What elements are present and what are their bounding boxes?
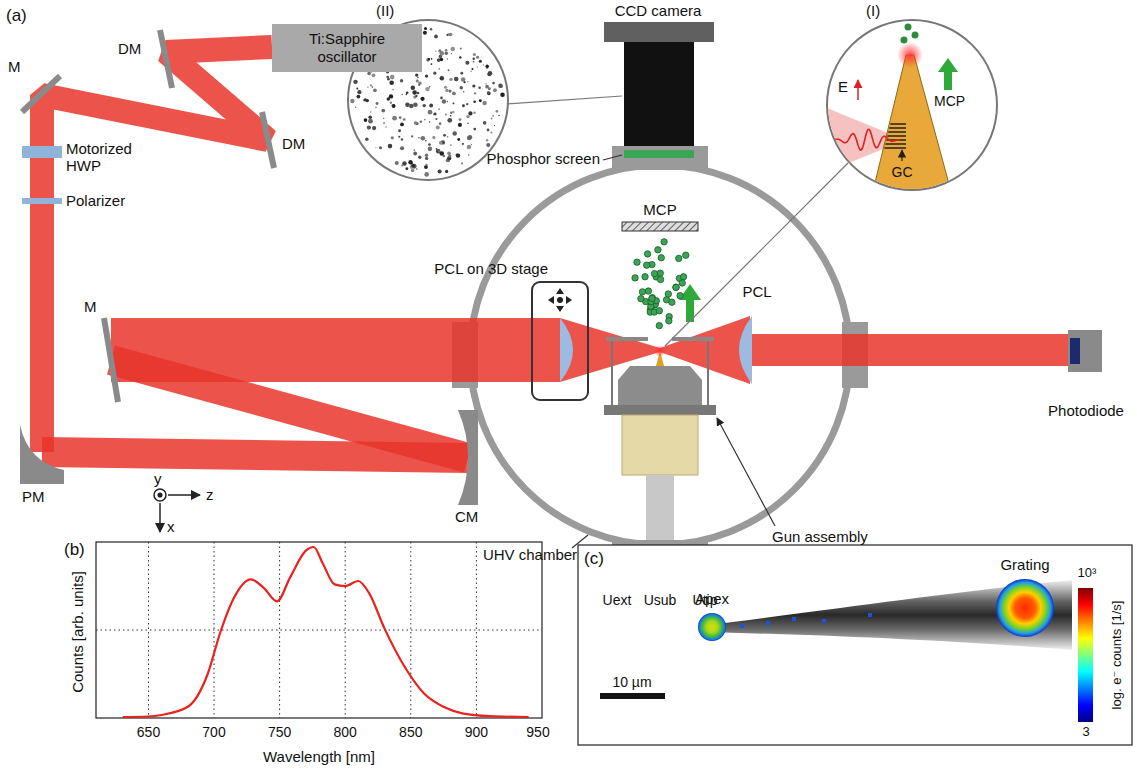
tick-label: 850 (399, 724, 422, 740)
colorbar-label: 3 (1082, 725, 1089, 740)
field-label: E (838, 78, 848, 95)
inset-label: (II) (376, 2, 394, 19)
box-text: Ti:Sapphire oscillator (280, 30, 414, 66)
camera-label: CCD camera (615, 2, 702, 19)
laser-beam (42, 47, 1068, 458)
panel-letter: (b) (64, 540, 85, 560)
spectrum-plot (96, 542, 542, 718)
panel-letter: (a) (6, 6, 27, 26)
tick-label: 650 (137, 724, 160, 740)
lens-label: PCL (742, 283, 771, 300)
tick-label: 700 (202, 724, 225, 740)
axis-title: Counts [arb. units] (69, 571, 86, 693)
grating-label: GC (892, 164, 913, 180)
voltage-label: Usub (644, 592, 677, 608)
chamber-label: UHV chamber (483, 546, 577, 563)
region-label: Apex (695, 590, 729, 607)
axis-label: y (154, 470, 162, 487)
detector-label: Photodiode (1048, 402, 1124, 419)
emission-map (578, 545, 1132, 745)
voltage-label: Uext (603, 592, 632, 608)
waveplate-label: Motorized HWP (66, 140, 146, 175)
region-label: Grating (1000, 556, 1049, 573)
tick-label: 750 (268, 724, 291, 740)
axis-title: Wavelength [nm] (263, 748, 375, 765)
mirror-label: M (84, 298, 97, 315)
gun-label: Gun assembly (772, 528, 868, 545)
detector (604, 22, 714, 322)
lens-label: PCL on 3D stage (434, 260, 548, 277)
mirror-label: CM (455, 508, 478, 525)
polarizer-label: Polarizer (66, 192, 125, 209)
colorbar-label: 10³ (1078, 566, 1097, 581)
mirror-label: PM (22, 488, 45, 505)
mirror-label: DM (282, 135, 305, 152)
mirror-label: DM (118, 40, 141, 57)
scale-bar-label: 10 µm (612, 674, 651, 690)
tick-label: 950 (526, 724, 549, 740)
inset-tip (827, 20, 997, 195)
mcp-label: MCP (643, 201, 676, 218)
axis-symbol (154, 489, 200, 532)
mcp-label: MCP (934, 93, 965, 109)
tick-label: 900 (465, 724, 488, 740)
laser-box: Ti:Sapphire oscillator (272, 24, 422, 72)
panel-letter: (c) (584, 549, 604, 569)
axis-label: x (167, 518, 175, 535)
optics (20, 30, 1102, 505)
mirror-label: M (8, 58, 21, 75)
screen-label: Phosphor screen (487, 150, 600, 167)
axis-label: z (206, 486, 214, 503)
colorbar-title: log. e⁻ counts [1/s] (1110, 601, 1125, 710)
tick-label: 800 (334, 724, 357, 740)
electron-dots (632, 239, 689, 329)
inset-label: (I) (866, 2, 880, 19)
